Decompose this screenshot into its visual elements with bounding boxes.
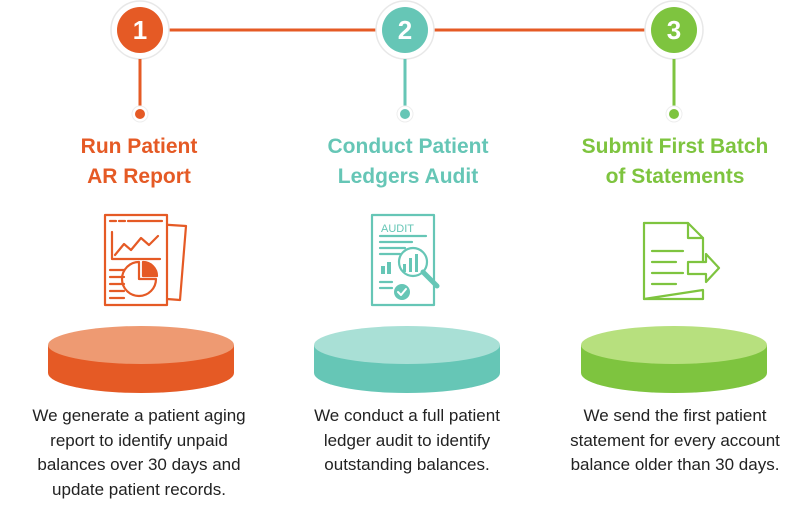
step-3-description: We send the first patient statement for … [570, 406, 780, 474]
step-1-number: 1 [133, 15, 147, 45]
step-1-description: We generate a patient aging report to id… [32, 406, 246, 499]
report-chart-icon [103, 213, 188, 307]
step-2-number: 2 [398, 15, 412, 45]
step-1-title: Run Patient AR Report [80, 135, 198, 188]
step-2-title: Conduct Patient Ledgers Audit [327, 135, 489, 188]
step-2-description: We conduct a full patient ledger audit t… [314, 406, 500, 474]
document-send-icon [642, 221, 721, 301]
step-3-number: 3 [667, 15, 681, 45]
pedestal-1 [48, 326, 234, 393]
audit-label: AUDIT [381, 223, 414, 235]
pedestal-3 [581, 326, 767, 393]
audit-magnifier-icon: AUDIT [370, 213, 440, 307]
pedestal-2 [314, 326, 500, 393]
step-2-marker: 2 [375, 0, 435, 123]
step-1-marker: 1 [110, 0, 170, 123]
step-3-title: Submit First Batch of Statements [581, 135, 769, 188]
step-3-marker: 3 [644, 0, 704, 123]
